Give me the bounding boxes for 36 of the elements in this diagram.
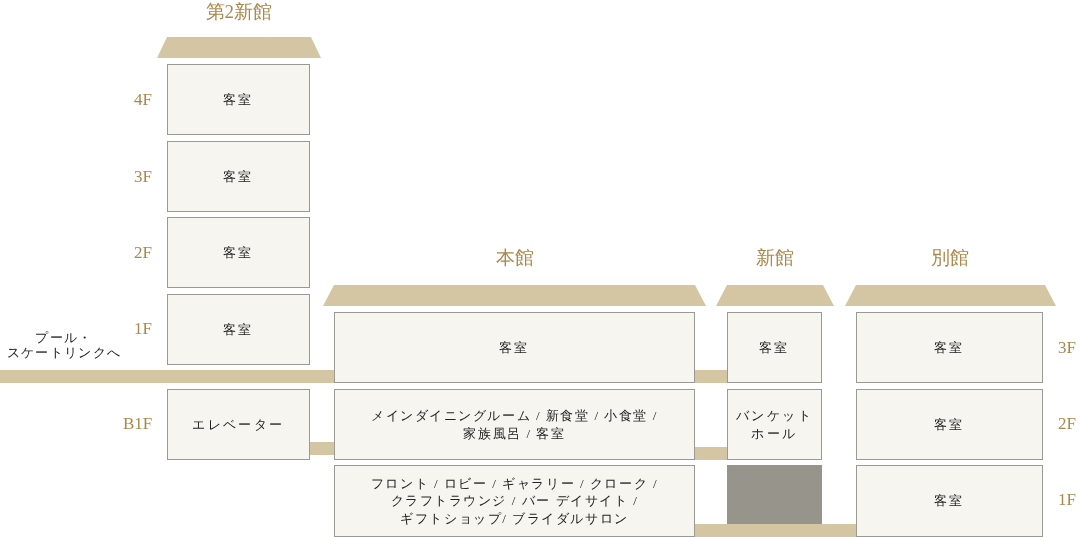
room-box: フロント / ロビー / ギャラリー / クローク / クラフトラウンジ / バー デイサイト / ギフトショップ/ ブライダルサロン: [334, 465, 695, 537]
building-title: 別館: [931, 246, 969, 270]
room-box: 客室: [334, 312, 695, 383]
floor-label: 1F: [1058, 490, 1076, 510]
building-title: 本館: [496, 246, 534, 270]
floor-label: 3F: [1058, 338, 1076, 358]
room-box: 客室: [856, 465, 1043, 537]
room-box: 客室: [167, 294, 310, 365]
corridor: [310, 442, 334, 455]
floor-label: 4F: [134, 90, 152, 110]
roof-shape: [323, 285, 706, 306]
roof-shape: [157, 37, 321, 58]
corridor: [0, 370, 334, 383]
room-box: バンケットホール: [727, 389, 822, 460]
floor-label: 1F: [134, 319, 152, 339]
room-box: エレベーター: [167, 389, 310, 460]
roof-shape: [716, 285, 834, 306]
floor-label: 2F: [1058, 414, 1076, 434]
direction-note: プール・スケートリンクへ: [5, 331, 123, 361]
corridor: [695, 447, 727, 460]
room-box: 客室: [167, 217, 310, 288]
room-box: メインダイニングルーム / 新食堂 / 小食堂 / 家族風呂 / 客室: [334, 389, 695, 460]
roof-shape: [845, 285, 1056, 306]
room-box: 客室: [856, 389, 1043, 460]
corridor: [695, 370, 727, 383]
room-box: 客室: [167, 141, 310, 212]
building-title: 第2新館: [205, 0, 272, 24]
floor-label: B1F: [123, 414, 153, 434]
room-box: 客室: [856, 312, 1043, 383]
building-title: 新館: [756, 246, 794, 270]
floor-label: 3F: [134, 167, 152, 187]
corridor: [695, 524, 856, 537]
floor-label: 2F: [134, 243, 152, 263]
room-box: 客室: [167, 64, 310, 135]
filled-block: [727, 465, 822, 524]
room-box: 客室: [727, 312, 822, 383]
